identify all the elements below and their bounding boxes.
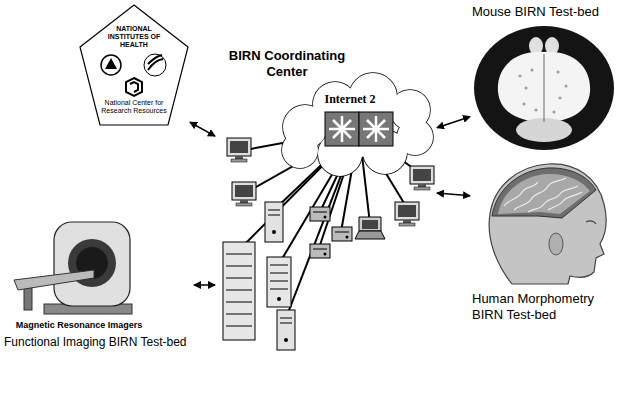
network-hub-art (363, 116, 389, 142)
mouse-testbed: Mouse BIRN Test-bed (470, 4, 618, 154)
network-hub-art (223, 73, 434, 350)
human-brain-image (489, 164, 606, 284)
network-hub-art (310, 207, 330, 221)
network-hub-art (282, 132, 318, 168)
mri-scanner-image (14, 222, 132, 314)
agency-logos (144, 54, 166, 76)
network-hub-art (355, 217, 385, 239)
human-testbed: Human Morphometry BIRN Test-bed (470, 160, 618, 328)
mri-scanner-image (54, 222, 130, 306)
mouse-brain-image (535, 109, 538, 112)
testbed-label: Human Morphometry BIRN Test-bed (472, 291, 618, 323)
network-hub-art (223, 242, 255, 340)
double-arrow-connector (194, 284, 215, 286)
mouse-brain-image (525, 87, 528, 90)
mouse-brain-image (544, 54, 545, 122)
double-arrow-connector (437, 117, 470, 128)
network-hub-art (265, 202, 283, 242)
network-hub-art (226, 326, 252, 327)
mouse-brain-image (474, 26, 614, 150)
internet-cloud (282, 73, 433, 176)
double-arrow-connector (437, 193, 470, 196)
human-brain-image (528, 186, 578, 212)
network-hub-art (329, 116, 355, 142)
mouse-brain-image (557, 71, 560, 74)
mri-scanner-image (24, 288, 32, 310)
coordinating-center-hub: BIRN Coordinating CenterInternet 2 (215, 42, 437, 347)
mri-scanner-image (14, 270, 94, 290)
human-brain-image (549, 233, 563, 255)
testbed-label: Functional Imaging BIRN Test-bed (4, 335, 194, 350)
agency-logos (101, 55, 121, 75)
mouse-brain-image (553, 111, 556, 114)
human-brain-image (489, 164, 606, 284)
mouse-brain-image (474, 26, 614, 150)
network-hub-art (226, 278, 252, 279)
human-brain-image (498, 174, 590, 214)
network-hub-art (310, 244, 330, 258)
mouse-brain-image (565, 85, 568, 88)
mouse-brain-image (519, 75, 522, 78)
pentagon-outline (80, 5, 188, 125)
agency-logos (105, 58, 117, 69)
network-hub-art (227, 138, 251, 162)
network-hub-art (282, 73, 433, 176)
agency-logos (148, 55, 162, 64)
mouse-brain-image (531, 69, 534, 72)
funding-agency-pentagon: NATIONAL INSTITUTES OF HEALTH National Ce… (78, 3, 190, 127)
device-label: Magnetic Resonance Imagers (4, 320, 154, 331)
mouse-brain-image (498, 52, 590, 122)
network-hub-art (226, 266, 252, 267)
network-hub-art (282, 132, 318, 168)
network-hub-art (325, 112, 359, 146)
network-switch (325, 112, 393, 146)
network-hub-art (232, 182, 256, 206)
network-label: Internet 2 (310, 92, 390, 106)
agency-logos (130, 82, 138, 92)
double-arrow-connector (190, 122, 215, 136)
computer-icon (223, 138, 434, 350)
network-hub-art (367, 120, 385, 138)
human-brain-image (504, 182, 538, 206)
agency-name: National Center for Research Resources (99, 99, 169, 115)
mouse-brain-image (559, 97, 562, 100)
network-hub-art (267, 257, 291, 307)
mouse-brain-image (519, 69, 568, 114)
network-hub-art (226, 314, 252, 315)
human-brain-image (492, 168, 596, 218)
mouse-brain-image (523, 103, 526, 106)
network-hub-art (226, 254, 252, 255)
human-brain-image (548, 192, 582, 210)
human-brain-image (586, 221, 596, 224)
network-hub-art (226, 290, 252, 291)
network-hub-art (333, 120, 351, 138)
human-brain-image (504, 178, 582, 212)
testbed-label: Mouse BIRN Test-bed (472, 4, 618, 20)
agency-name: NATIONAL INSTITUTES OF HEALTH (102, 25, 166, 49)
agency-logos (101, 54, 166, 96)
network-hub-art (410, 166, 434, 190)
network-hub-art (333, 120, 351, 138)
network-hub-art (332, 227, 352, 241)
agency-logos (126, 78, 142, 96)
functional-testbed: Magnetic Resonance ImagersFunctional Ima… (4, 218, 194, 353)
network-wire (241, 129, 421, 318)
network-hub-art (367, 120, 385, 138)
network-hub-art (277, 310, 295, 350)
network-hub-art (226, 302, 252, 303)
hub-title: BIRN Coordinating Center (220, 48, 354, 80)
network-hub-art (282, 73, 433, 176)
network-hub-art (223, 242, 255, 340)
network-hub-art (395, 202, 419, 226)
network-hub-art (359, 112, 393, 146)
